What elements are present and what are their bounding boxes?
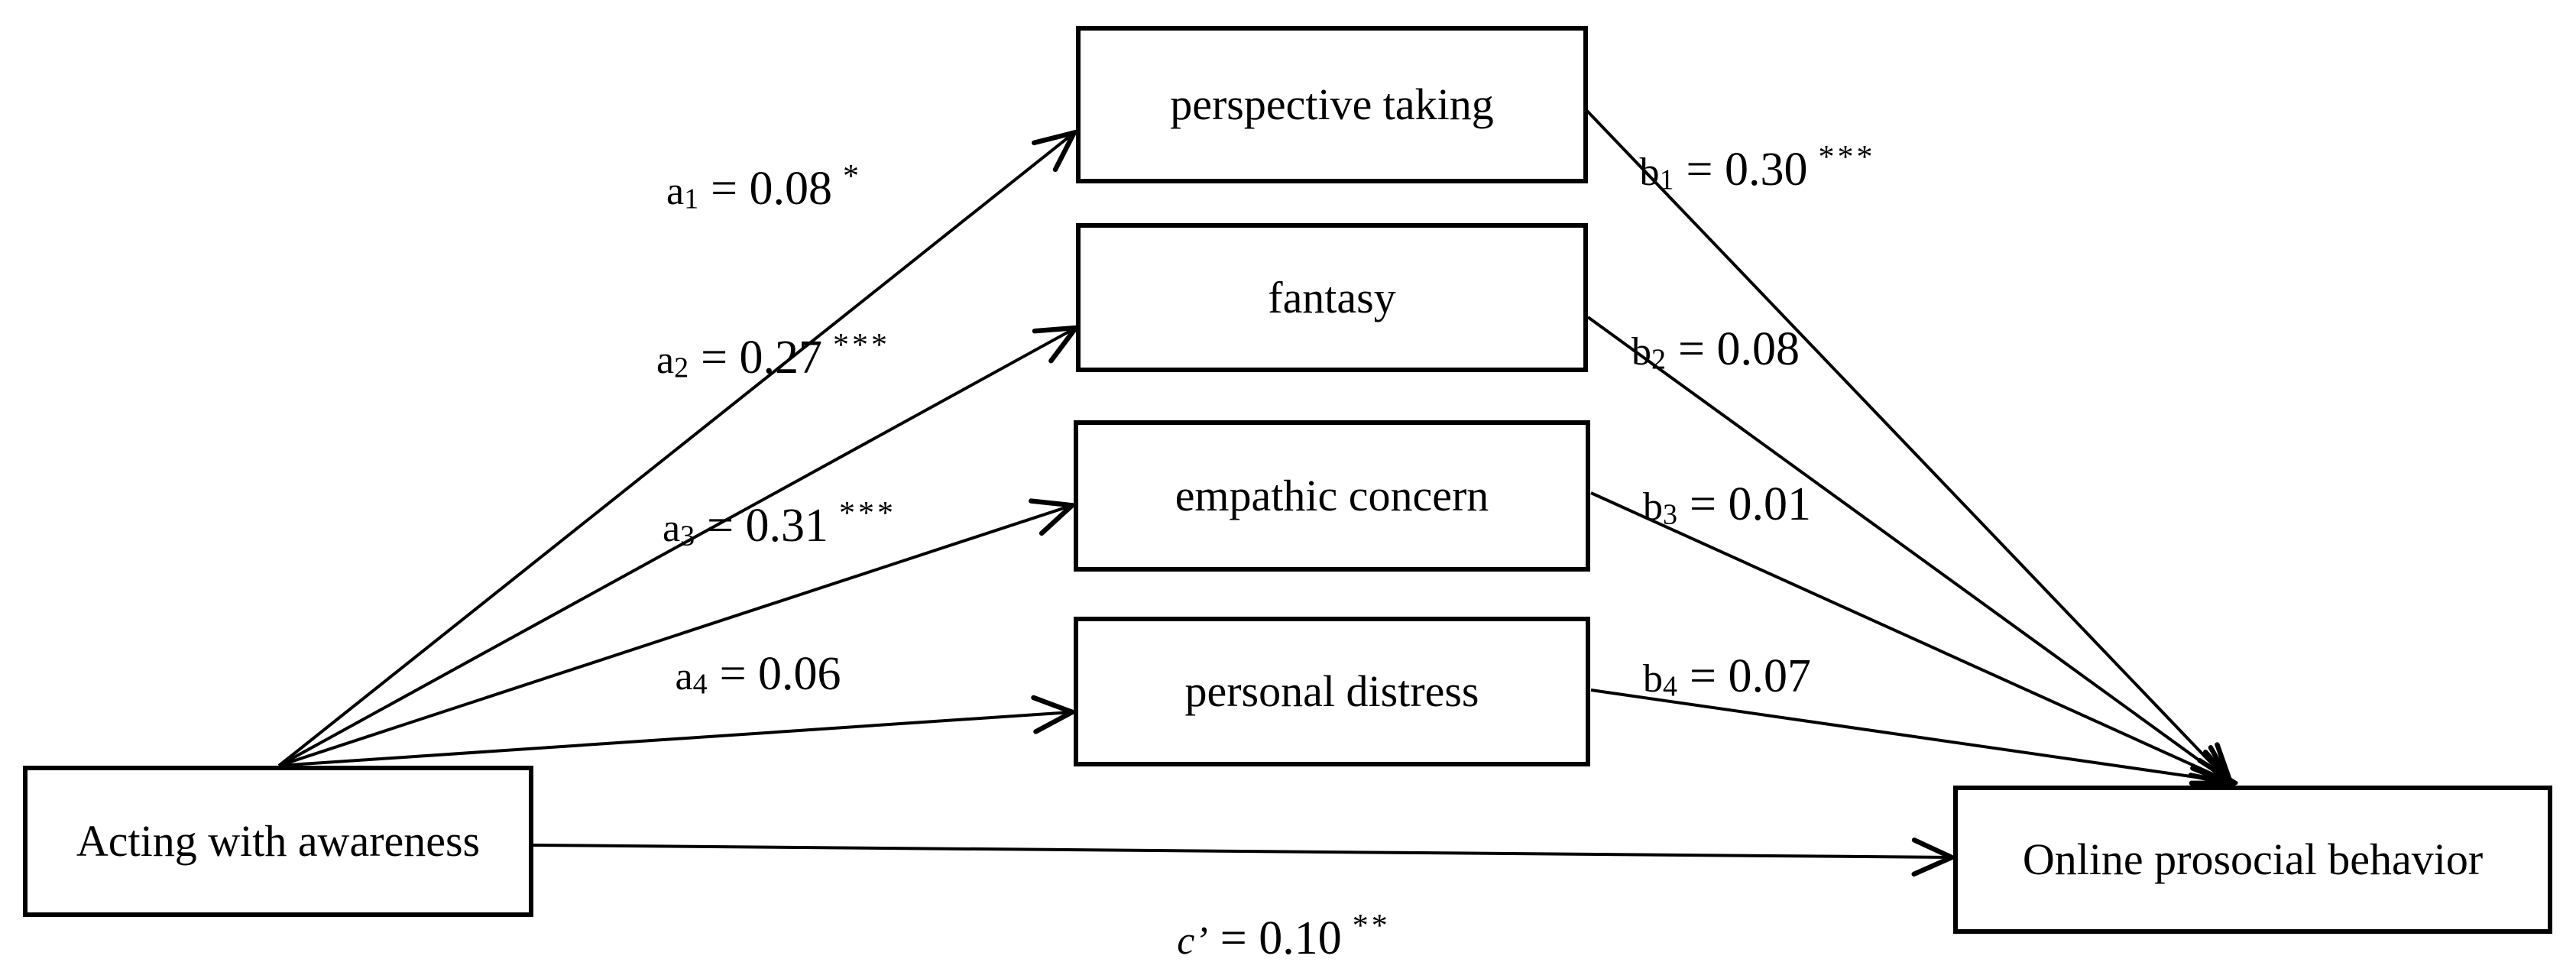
label-a1-value: = 0.08 <box>711 163 833 215</box>
path-a2-arrow <box>278 329 1074 767</box>
label-path-b1: b1 = 0.30 *** <box>1639 141 1876 196</box>
box-personal-distress-label: personal distress <box>1184 666 1479 716</box>
path-c-prime-arrow <box>533 845 1950 857</box>
label-b3-value: = 0.01 <box>1690 478 1811 530</box>
path-a1-arrow <box>277 134 1073 767</box>
path-a3-arrow <box>278 506 1071 767</box>
label-path-b4: b4 = 0.07 <box>1643 650 1811 703</box>
path-b4-arrow <box>1590 688 2233 782</box>
label-a2-sig: *** <box>833 327 891 363</box>
box-acting-with-awareness-label: Acting with awareness <box>76 816 481 866</box>
box-online-prosocial-behavior-label: Online prosocial behavior <box>2022 834 2484 884</box>
label-path-a4: a4 = 0.06 <box>675 648 841 701</box>
label-b4-sub: 4 <box>1663 670 1678 703</box>
box-online-prosocial-behavior: Online prosocial behavior <box>1953 786 2552 934</box>
box-perspective-taking: perspective taking <box>1076 26 1588 183</box>
label-b3-sub: 3 <box>1663 498 1678 531</box>
label-b1-value: = 0.30 <box>1686 144 1808 196</box>
box-fantasy-label: fantasy <box>1268 272 1396 322</box>
label-path-c-prime: c’ = 0.10 ** <box>1177 910 1390 964</box>
label-path-b2: b2 = 0.08 <box>1631 323 1800 376</box>
label-c-var: c <box>1177 919 1195 963</box>
label-path-a1: a1 = 0.08 * <box>666 160 862 215</box>
box-acting-with-awareness: Acting with awareness <box>23 766 533 917</box>
label-a3-var: a <box>662 507 681 550</box>
label-b4-value: = 0.07 <box>1690 650 1811 702</box>
label-path-a3: a3 = 0.31 *** <box>662 497 896 552</box>
label-a3-value: = 0.31 <box>707 500 829 552</box>
box-empathic-concern-label: empathic concern <box>1175 471 1489 520</box>
label-c-value: = 0.10 <box>1220 912 1342 964</box>
label-b1-sig: *** <box>1818 139 1876 175</box>
label-a1-sub: 1 <box>684 183 699 215</box>
label-c-prime-mark: ’ <box>1194 919 1208 963</box>
label-a4-value: = 0.06 <box>719 648 841 700</box>
path-b1-arrow <box>1582 105 2230 782</box>
path-a4-arrow <box>278 712 1071 767</box>
label-c-sig: ** <box>1352 908 1391 944</box>
path-b2-arrow <box>1586 316 2230 782</box>
label-a2-value: = 0.27 <box>701 332 823 384</box>
label-b4-var: b <box>1643 657 1664 701</box>
path-b3-arrow <box>1590 491 2231 782</box>
label-a4-var: a <box>675 655 693 698</box>
box-fantasy: fantasy <box>1076 223 1588 372</box>
box-personal-distress: personal distress <box>1074 617 1590 766</box>
box-perspective-taking-label: perspective taking <box>1170 79 1494 129</box>
box-empathic-concern: empathic concern <box>1074 420 1590 572</box>
label-b3-var: b <box>1643 485 1664 529</box>
label-a3-sig: *** <box>839 495 897 531</box>
label-path-b3: b3 = 0.01 <box>1643 478 1811 531</box>
label-a3-sub: 3 <box>680 520 695 552</box>
label-a2-var: a <box>656 339 675 382</box>
label-b2-value: = 0.08 <box>1678 323 1800 375</box>
label-a1-var: a <box>666 170 685 213</box>
label-b2-sub: 2 <box>1651 343 1667 376</box>
label-a4-sub: 4 <box>692 668 708 701</box>
label-b2-var: b <box>1631 330 1652 374</box>
label-a1-sig: * <box>843 158 863 194</box>
label-b1-sub: 1 <box>1659 164 1674 196</box>
label-a2-sub: 2 <box>674 352 689 384</box>
label-b1-var: b <box>1639 151 1660 194</box>
label-path-a2: a2 = 0.27 *** <box>656 329 890 384</box>
